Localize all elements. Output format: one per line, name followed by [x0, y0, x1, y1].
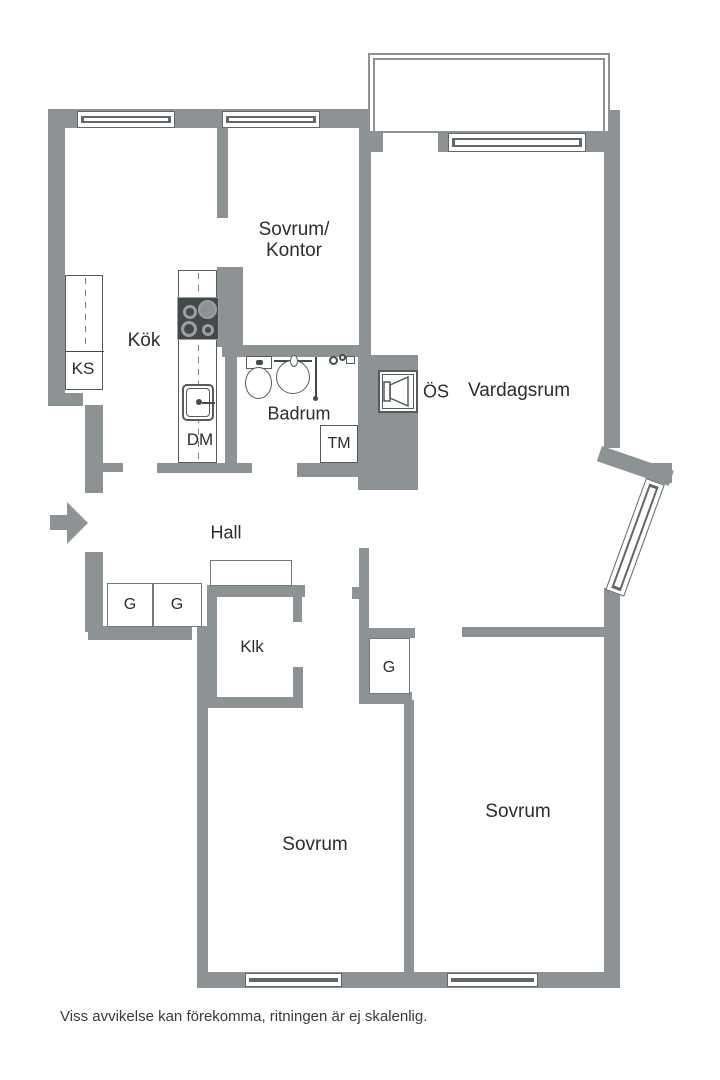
burner-icon	[198, 300, 217, 319]
burner-icon	[183, 305, 197, 319]
window-balcony-door	[448, 133, 586, 152]
cabinet-dash-line	[85, 278, 86, 349]
room-label-sovrum-right: Sovrum	[485, 801, 551, 822]
window-pane	[81, 116, 171, 123]
window-bedroom-office	[222, 111, 320, 128]
wall-bathroom-left	[225, 357, 237, 464]
stove-icon	[177, 297, 219, 340]
wall-klk-door-jamb-upper	[293, 597, 302, 622]
burner-icon	[202, 324, 214, 336]
wall-kitchen-pillar	[217, 267, 243, 347]
kitchen-sink-icon	[182, 384, 215, 421]
wall-hall-east-stub	[352, 587, 359, 599]
room-label-vardagsrum: Vardagsrum	[467, 380, 571, 401]
wall-vardagsrum-left	[359, 115, 371, 363]
fixture-label-dm: DM	[186, 430, 214, 449]
entrance-arrow-icon	[50, 515, 68, 530]
shower-rail-icon	[315, 357, 317, 399]
shower-dot	[313, 396, 318, 401]
fixture-label-ks: KS	[71, 359, 95, 378]
mixer-box-icon	[346, 356, 355, 364]
wall-hall-west-stub	[103, 463, 123, 472]
fixture-label-g3: G	[382, 659, 396, 676]
fridge-freezer-unit	[65, 275, 104, 390]
window-pane	[452, 138, 582, 147]
room-label-kok: Kök	[127, 330, 161, 351]
mixer-icon	[329, 356, 338, 365]
room-label-hall: Hall	[210, 522, 242, 543]
wall-kitchen-bottom	[157, 463, 252, 473]
wall-balcony-door-jamb	[438, 133, 448, 152]
toilet-bowl-icon	[245, 367, 272, 399]
sink-drain	[196, 399, 202, 405]
wall-right-exterior-lower	[604, 588, 620, 972]
window-bedroom-right	[447, 973, 538, 987]
room-label-badrum: Badrum	[267, 403, 331, 424]
wall-wardrobe-bedroom-bottom	[359, 692, 412, 704]
wall-hall-east	[359, 548, 369, 697]
fireplace-icon	[383, 375, 409, 408]
wall-left-exterior-lower	[85, 552, 103, 632]
window-kitchen	[77, 111, 175, 128]
wall-left-exterior-mid	[85, 405, 103, 493]
wall-klk-bottom	[207, 697, 303, 708]
wall-left-step	[48, 393, 83, 406]
window-pane	[611, 483, 659, 592]
wall-bedroom2-top	[462, 627, 608, 637]
wardrobe-box-2	[153, 583, 202, 627]
room-label-sovrum-kontor-line1: Sovrum/	[258, 219, 330, 240]
fixture-label-tm: TM	[327, 435, 351, 452]
wall-bathroom-top	[222, 345, 360, 357]
room-label-sovrum-center: Sovrum	[282, 834, 348, 855]
fixture-label-g1: G	[123, 596, 137, 613]
cabinet-divider-line	[66, 351, 104, 352]
burner-icon	[181, 321, 197, 337]
wall-klk-top	[207, 585, 305, 597]
mixer-icon	[339, 354, 346, 361]
window-bay-angled	[605, 478, 665, 597]
wall-wardrobe-bedroom-top	[365, 628, 415, 638]
window-bedroom-center	[245, 973, 342, 987]
wall-right-exterior-upper	[604, 110, 620, 448]
room-label-sovrum-kontor-line2: Kontor	[266, 240, 322, 261]
fireplace-box	[378, 370, 418, 413]
wardrobe-box-1	[107, 583, 153, 627]
balcony	[368, 53, 610, 133]
wall-bedroom-divider	[404, 700, 414, 972]
fixture-label-os: ÖS	[422, 381, 450, 402]
wardrobe-box-3	[369, 638, 410, 694]
fireplace-inner-line	[382, 374, 414, 409]
washing-machine-box	[320, 425, 358, 463]
window-pane	[226, 116, 316, 123]
wall-hall-bottom	[88, 626, 192, 640]
disclaimer-text: Viss avvikelse kan förekomma, ritningen …	[60, 1008, 428, 1025]
faucet-line	[202, 402, 215, 404]
wall-bathroom-bottom	[297, 463, 368, 477]
fixture-label-g2: G	[170, 596, 184, 613]
wall-vardagsrum-notch	[371, 133, 383, 152]
washbasin-faucet-icon	[290, 355, 298, 367]
toilet-button	[256, 360, 263, 365]
counter-dash-line	[198, 273, 199, 461]
wall-left-exterior-upper	[48, 109, 65, 405]
wall-balcony-right	[586, 133, 620, 152]
window-pane	[451, 978, 534, 982]
wall-kitchen-bedroom-divider	[217, 128, 228, 218]
entrance-arrow-head-icon	[67, 502, 88, 544]
window-pane	[249, 978, 338, 982]
room-label-klk: Klk	[240, 637, 264, 656]
wall-klk-left	[207, 597, 217, 708]
balcony-inner-line	[373, 58, 605, 131]
wall-klk-door-jamb-lower	[293, 667, 303, 697]
hall-bench	[210, 560, 292, 586]
wall-bedroom1-left	[197, 626, 208, 972]
wall-bay-patch	[648, 463, 672, 483]
